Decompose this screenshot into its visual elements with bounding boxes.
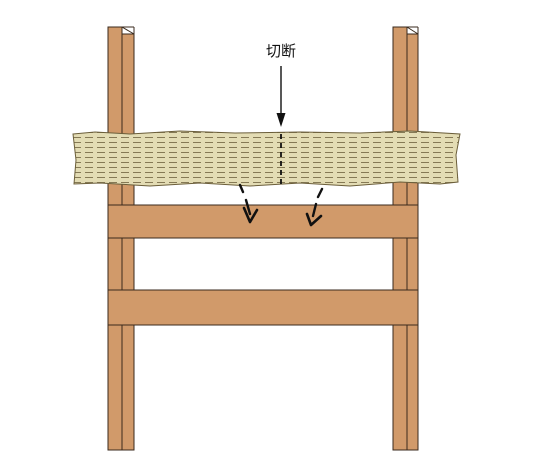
right-post-outer-board [406, 33, 419, 451]
down-arrow-icon [276, 66, 286, 127]
cut-label: 切断 [266, 42, 296, 60]
plank-being-cut [72, 130, 461, 187]
falling-arrow-icon [238, 183, 259, 224]
falling-arrow-icon [305, 187, 324, 227]
left-post-inner-board [121, 33, 135, 451]
upper-crossbar [107, 204, 419, 239]
lower-crossbar [107, 289, 419, 326]
